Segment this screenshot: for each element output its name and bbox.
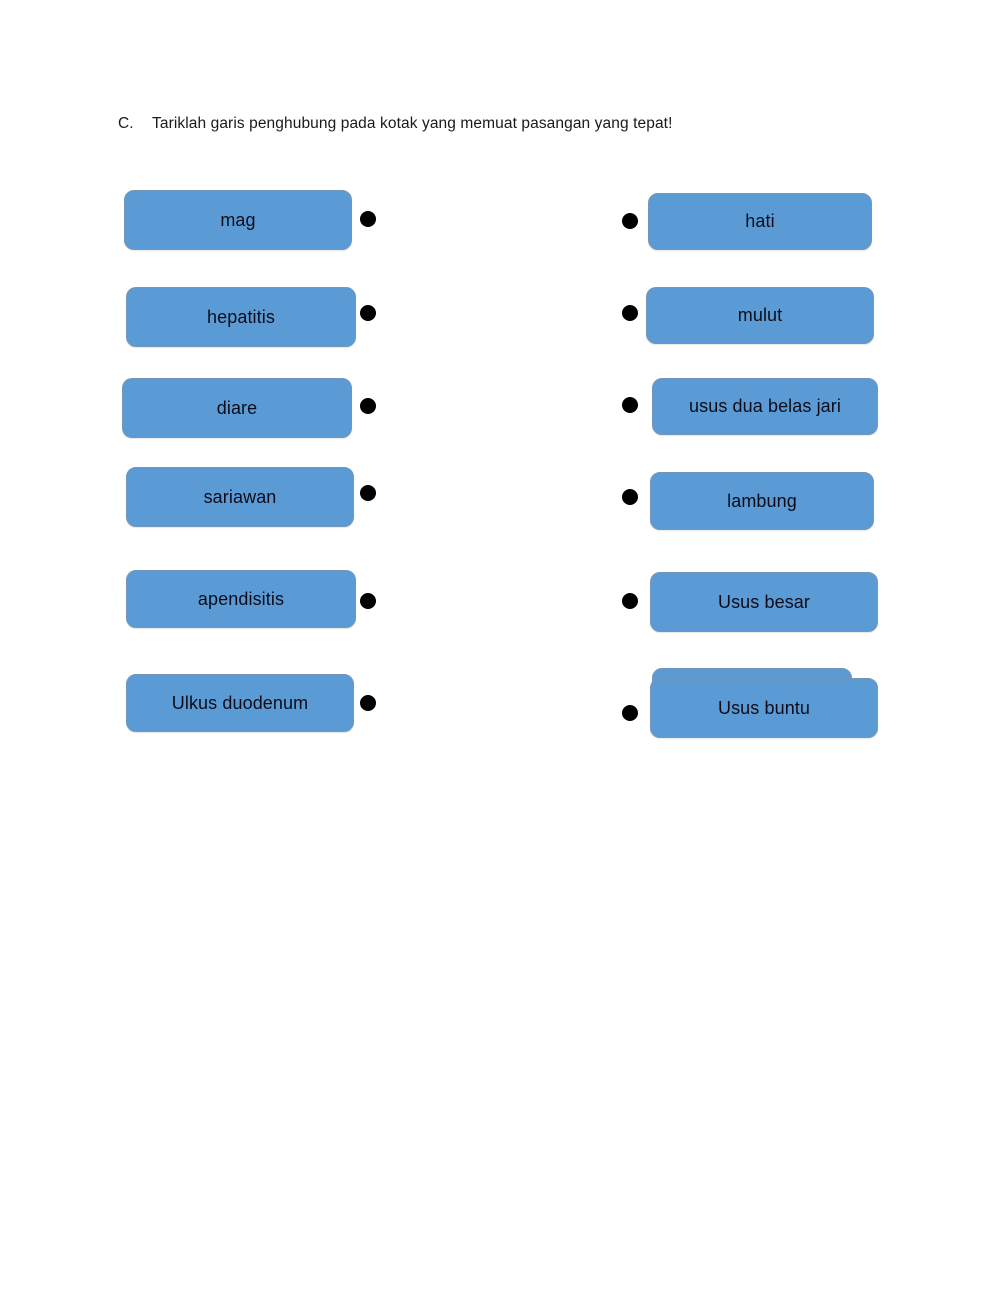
right-card-label: Usus buntu (717, 697, 811, 718)
left-connector-dot-6[interactable] (360, 695, 376, 711)
right-connector-dot-2[interactable] (622, 305, 638, 321)
instruction-text: Tariklah garis penghubung pada kotak yan… (152, 115, 673, 132)
right-connector-dot-4[interactable] (622, 489, 638, 505)
right-card-usus-besar[interactable]: Usus besar (650, 572, 878, 632)
right-card-lambung[interactable]: lambung (650, 472, 874, 530)
left-card-ulkus-duodenum[interactable]: Ulkus duodenum (126, 674, 354, 732)
instruction-marker: C. (118, 115, 134, 132)
left-connector-dot-3[interactable] (360, 398, 376, 414)
right-connector-dot-3[interactable] (622, 397, 638, 413)
right-card-usus-dua-belas-jari[interactable]: usus dua belas jari (652, 378, 878, 435)
left-card-hepatitis[interactable]: hepatitis (126, 287, 356, 347)
right-card-label: mulut (737, 305, 783, 325)
left-connector-dot-1[interactable] (360, 211, 376, 227)
right-card-label: usus dua belas jari (689, 396, 841, 416)
left-card-diare[interactable]: diare (122, 378, 352, 438)
right-card-label: lambung (727, 490, 797, 511)
right-connector-dot-1[interactable] (622, 213, 638, 229)
left-connector-dot-5[interactable] (360, 593, 376, 609)
right-card-mulut[interactable]: mulut (646, 287, 874, 344)
instruction-line: C. Tariklah garis penghubung pada kotak y… (118, 114, 672, 134)
left-card-label: sariawan (203, 486, 277, 507)
right-connector-dot-5[interactable] (622, 593, 638, 609)
right-card-label: hati (745, 211, 775, 231)
left-card-label: diare (216, 397, 258, 418)
right-card-label: Usus besar (717, 591, 811, 612)
left-card-label: apendisitis (197, 588, 285, 609)
left-card-label: hepatitis (207, 306, 275, 327)
right-card-usus-buntu[interactable]: Usus buntu (650, 678, 878, 738)
left-card-mag[interactable]: mag (124, 190, 352, 250)
left-card-label: Ulkus duodenum (171, 692, 309, 713)
left-card-sariawan[interactable]: sariawan (126, 467, 354, 527)
right-card-hati[interactable]: hati (648, 193, 872, 250)
left-card-apendisitis[interactable]: apendisitis (126, 570, 356, 628)
left-card-label: mag (220, 209, 256, 230)
left-connector-dot-2[interactable] (360, 305, 376, 321)
left-connector-dot-4[interactable] (360, 485, 376, 501)
right-connector-dot-6[interactable] (622, 705, 638, 721)
